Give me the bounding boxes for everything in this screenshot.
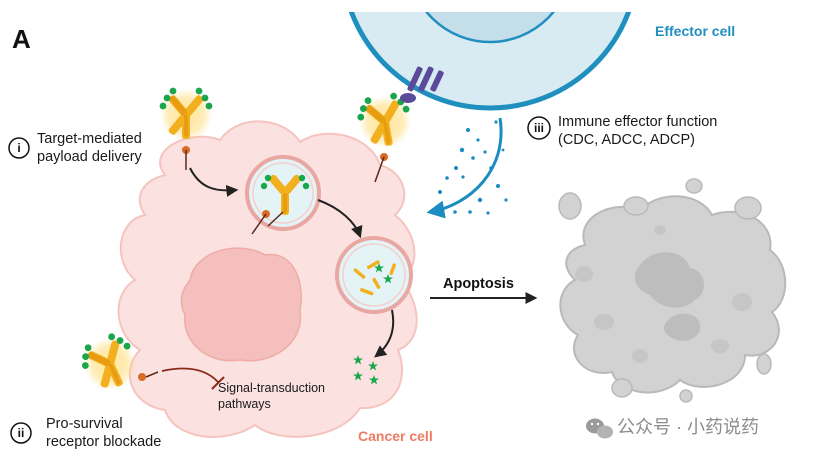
inhibition-bar <box>211 376 225 390</box>
nucleus <box>180 247 302 362</box>
watermark: 公众号 · 小药说药 <box>586 417 759 439</box>
effector-cell-label: Effector cell <box>655 23 735 39</box>
mechanism-iii: iii Immune effector function (CDC, ADCC,… <box>527 114 717 148</box>
adc-antibody-ii <box>74 328 159 399</box>
mechanism-i-numeral: i <box>17 141 20 155</box>
arrow-to-payload-release <box>374 309 395 358</box>
mechanism-ii: ii Pro-survival receptor blockade <box>10 416 161 450</box>
mechanism-i-line2: payload delivery <box>37 149 143 165</box>
endosome <box>245 155 321 235</box>
arrow-to-lysosome <box>317 199 363 239</box>
mechanism-ii-line1: Pro-survival <box>46 416 123 432</box>
mechanism-iii-line2: (CDC, ADCC, ADCP) <box>558 132 695 148</box>
wechat-icon <box>586 418 613 439</box>
lysosome <box>335 236 413 314</box>
effector-cell <box>330 0 660 111</box>
effector-attack-arrow <box>426 117 503 219</box>
watermark-text: 公众号 · 小药说药 <box>617 417 759 437</box>
mechanism-iii-line1: Immune effector function <box>558 114 717 130</box>
adc-antibody-i <box>159 87 213 170</box>
arrow-to-endosome <box>189 167 239 197</box>
signal-label-line1: Signal-transduction <box>218 381 325 395</box>
inhibition-line <box>161 367 219 383</box>
mechanism-i: i Target-mediated payload delivery <box>8 131 143 165</box>
apoptosis-label: Apoptosis <box>443 276 514 292</box>
mechanism-ii-numeral: ii <box>18 426 25 440</box>
signal-label-line2: pathways <box>218 397 271 411</box>
mechanism-ii-line2: receptor blockade <box>46 434 161 450</box>
cancer-cell-label: Cancer cell <box>358 428 433 444</box>
apoptotic-cell <box>558 178 787 403</box>
fc-receptor-icon <box>407 66 444 92</box>
panel-label: A <box>12 24 31 54</box>
cytotoxic-granules <box>438 120 508 215</box>
adc-antibody-iii <box>354 90 416 183</box>
mechanism-i-line1: Target-mediated <box>37 131 142 147</box>
mechanism-iii-numeral: iii <box>534 121 544 135</box>
